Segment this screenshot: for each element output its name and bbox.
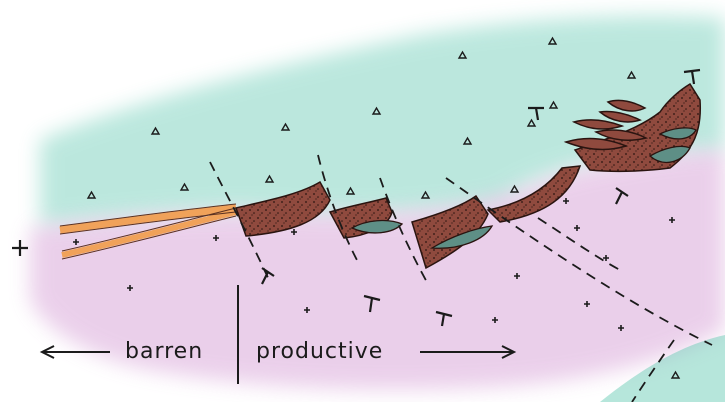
barren-label: barren bbox=[125, 339, 203, 364]
productive-label: productive bbox=[256, 339, 383, 364]
tick-mark bbox=[12, 240, 28, 256]
